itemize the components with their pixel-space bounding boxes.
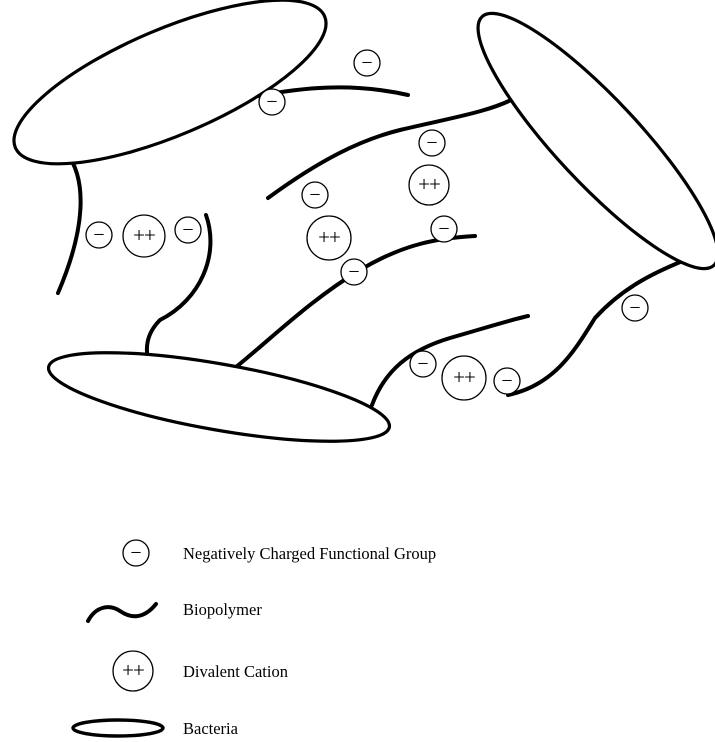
divalent-cations: ++ ++ ++ ++ xyxy=(122,164,487,401)
svg-text:−: − xyxy=(361,52,372,74)
biopolymer-strand xyxy=(370,314,530,407)
negative-group: − xyxy=(340,258,368,286)
bacteria-cell xyxy=(46,351,392,443)
svg-text:++: ++ xyxy=(418,172,440,196)
negative-group: − xyxy=(493,367,521,395)
legend-negative-label: Negatively Charged Functional Group xyxy=(183,544,436,563)
negative-group: − xyxy=(409,350,437,378)
svg-text:++: ++ xyxy=(122,658,144,682)
negative-groups: − − − − − − − − − − − xyxy=(85,49,649,395)
svg-text:−: − xyxy=(629,297,640,319)
negative-group: − xyxy=(418,129,446,157)
biopolymer-strand xyxy=(56,150,83,295)
biopolymer-strand xyxy=(506,256,692,397)
divalent-cation: ++ xyxy=(408,164,450,206)
biopolymer-strand xyxy=(228,234,477,374)
divalent-cation: ++ xyxy=(122,214,166,258)
svg-text:−: − xyxy=(417,353,428,375)
svg-text:−: − xyxy=(130,542,141,564)
svg-text:−: − xyxy=(426,132,437,154)
biopolymer-strand xyxy=(266,95,519,200)
divalent-cation: ++ xyxy=(441,355,487,401)
legend-biopolymer-icon xyxy=(86,602,158,623)
svg-text:−: − xyxy=(438,218,449,240)
legend-bacteria-icon xyxy=(71,718,165,738)
biopolymer-strand xyxy=(144,213,213,362)
svg-text:++: ++ xyxy=(453,365,475,389)
bacteria-cells xyxy=(12,0,715,443)
legend-bacteria-label: Bacteria xyxy=(183,719,239,738)
legend: − Negatively Charged Functional Group Bi… xyxy=(71,539,436,738)
negative-group: − xyxy=(621,294,649,322)
legend-divalent-label: Divalent Cation xyxy=(183,662,288,681)
svg-text:−: − xyxy=(501,370,512,392)
svg-text:−: − xyxy=(348,261,359,283)
negative-group: − xyxy=(430,215,458,243)
negative-group: − xyxy=(258,88,286,116)
svg-text:−: − xyxy=(93,224,104,246)
legend-negative-icon: − xyxy=(122,539,150,567)
negative-group: − xyxy=(353,49,381,77)
bacteria-cell xyxy=(476,11,715,271)
legend-biopolymer-label: Biopolymer xyxy=(183,600,262,619)
svg-text:++: ++ xyxy=(133,223,155,247)
bacteria-cell xyxy=(12,0,328,166)
svg-text:++: ++ xyxy=(318,225,340,249)
legend-divalent-icon: ++ xyxy=(112,650,154,692)
divalent-cation: ++ xyxy=(306,215,352,261)
negative-group: − xyxy=(174,216,202,244)
negative-group: − xyxy=(301,181,329,209)
svg-text:−: − xyxy=(309,184,320,206)
svg-text:−: − xyxy=(182,219,193,241)
negative-group: − xyxy=(85,221,113,249)
svg-text:−: − xyxy=(266,91,277,113)
